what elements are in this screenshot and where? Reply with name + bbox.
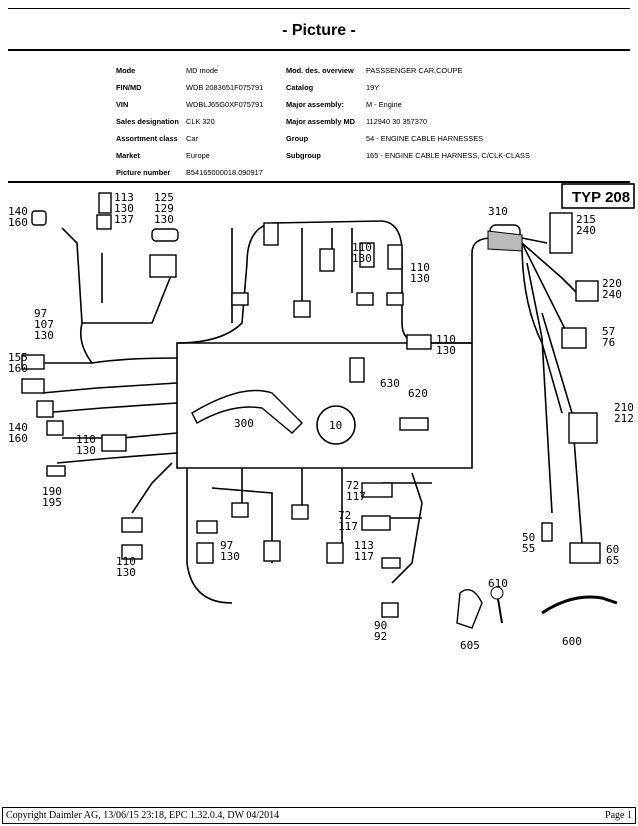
part-label: 620 [408, 387, 428, 400]
footer: Copyright Daimler AG, 13/06/15 23:18, EP… [2, 807, 636, 824]
info-value: B54165000018.090917 [186, 168, 263, 177]
copyright-text: Copyright Daimler AG, 13/06/15 23:18, EP… [6, 810, 280, 821]
info-label: Mode [116, 66, 136, 75]
info-value: M - Engine [366, 100, 402, 109]
info-value: Car [186, 134, 198, 143]
info-label: Catalog [286, 83, 314, 92]
top-rule [8, 8, 630, 9]
screw-head [490, 586, 504, 600]
info-label: Market [116, 151, 140, 160]
page-number: Page 1 [605, 810, 632, 821]
part-label: 605 [460, 639, 480, 652]
info-row: Picture number B54165000018.090917 [116, 164, 556, 181]
part-label: 10 [329, 419, 342, 432]
title-rule [8, 49, 630, 51]
info-row: VIN WDBLJ65G0XF075791 Major assembly: M … [116, 96, 556, 113]
info-value: 54 - ENGINE CABLE HARNESSES [366, 134, 484, 143]
page-title: - Picture - [282, 22, 356, 39]
info-value: 112940 30 357370 [366, 117, 428, 126]
connectors [21, 192, 601, 618]
info-row: FIN/MD WDB 2083651F075791 Catalog 19Y [116, 79, 556, 96]
cable-tie-part-600 [541, 595, 618, 615]
info-row: Assortment class Car Group 54 - ENGINE C… [116, 130, 556, 147]
holder-part-605 [456, 589, 483, 629]
info-label: FIN/MD [116, 83, 142, 92]
type-label: TYP 208 [572, 189, 630, 206]
type-box [561, 183, 635, 209]
info-label: Subgroup [286, 151, 321, 160]
part-label: 300 [234, 417, 254, 430]
info-label: VIN [116, 100, 129, 109]
info-label: Major assembly MD [286, 117, 356, 126]
part-label: 600 [562, 635, 582, 648]
info-label: Sales designation [116, 117, 179, 126]
info-label: Major assembly: [286, 100, 344, 109]
info-value: Europe [186, 151, 210, 160]
part-label: 630 [380, 377, 400, 390]
info-row: Sales designation CLK 320 Major assembly… [116, 113, 556, 130]
info-label: Mod. des. overview [286, 66, 354, 75]
info-value: CLK 320 [186, 117, 215, 126]
info-value: 19Y [366, 83, 380, 92]
sensor-part-300 [191, 389, 303, 434]
info-rule [8, 181, 630, 183]
grommet-part-310 [487, 230, 523, 252]
info-label: Picture number [116, 168, 171, 177]
info-row: Market Europe Subgroup 165 - ENGINE CABL… [116, 147, 556, 164]
info-value: 165 - ENGINE CABLE HARNESS, C/CLK-CLASS [366, 151, 530, 160]
info-value: WDBLJ65G0XF075791 [186, 100, 264, 109]
info-value: WDB 2083651F075791 [186, 83, 264, 92]
info-label: Assortment class [116, 134, 178, 143]
info-value: MD mode [186, 66, 219, 75]
part-label: 310 [488, 205, 508, 218]
reference-circle-10 [316, 405, 356, 445]
part-label: 610 [488, 577, 508, 590]
info-table: Mode MD mode Mod. des. overview PASSSENG… [116, 62, 556, 181]
info-label: Group [286, 134, 309, 143]
info-row: Mode MD mode Mod. des. overview PASSSENG… [116, 62, 556, 79]
info-value: PASSSENGER CAR,COUPE [366, 66, 463, 75]
